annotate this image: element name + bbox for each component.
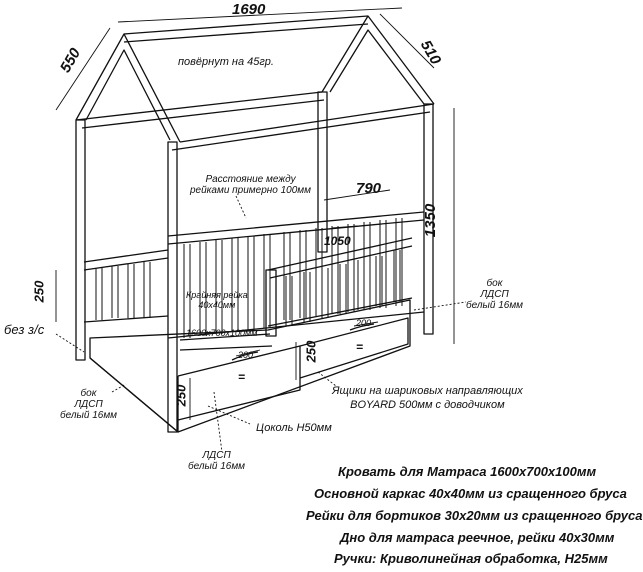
dim-line-1050 [331, 225, 359, 229]
dim-250-front: 250 [173, 384, 189, 407]
leader-plinth [207, 405, 251, 425]
back-rail-bottom [167, 311, 425, 339]
handle-left [231, 351, 259, 361]
front-rail-top [267, 237, 413, 279]
head-rail-bottom [83, 315, 169, 323]
dim-250-left: 250 [31, 280, 47, 303]
dim-250-side: 250 [303, 340, 319, 363]
roof-ridge [123, 15, 369, 43]
roof-front [75, 33, 181, 143]
leader-side-right [413, 301, 467, 311]
leader-slat-spacing [235, 195, 247, 219]
label-side-right-line3: белый 16мм [466, 300, 524, 311]
post-back-right [423, 103, 434, 335]
label-side-right-line1: бок [486, 278, 503, 289]
label-side-left-line3: белый 16мм [60, 410, 118, 421]
edge-slat [265, 269, 277, 337]
spec-2: Основной каркас 40x40мм из сращенного бр… [314, 486, 627, 501]
label-side-right: бок ЛДСП белый 16мм [466, 278, 523, 311]
drawer-front-left [177, 345, 301, 421]
label-slat-spacing-line2: рейками примерно 100мм [190, 185, 312, 196]
label-no-back: без з/с [4, 322, 45, 337]
handle-right [349, 323, 375, 331]
label-edge-slat: Крайняя рейка 40x40мм [186, 290, 248, 310]
dim-line-200-right [353, 321, 379, 327]
roof-front-inner [85, 49, 171, 141]
dim-790: 790 [356, 180, 382, 197]
label-mattress-size: 1600x700x100мм [186, 328, 258, 338]
roof-back [321, 15, 435, 105]
leader-chipboard [213, 391, 223, 453]
dim-line-510 [379, 13, 435, 69]
label-edge-slat-line2: 40x40мм [198, 300, 236, 310]
dim-200-right: 200 [356, 318, 372, 328]
roof-eave-left [75, 91, 325, 129]
label-edge-slat-line1: Крайняя рейка [186, 290, 248, 300]
head-rail-top [83, 249, 169, 271]
label-side-left-line1: бок [80, 388, 97, 399]
post-front-right [167, 141, 178, 433]
leader-no-back [55, 333, 85, 353]
equals-right: = [356, 340, 364, 354]
label-chipboard-line1: ЛДСП [202, 450, 231, 461]
leader-side-left [111, 383, 127, 393]
dim-1350: 1350 [422, 203, 440, 238]
label-side-left: бок ЛДСП белый 16мм [60, 388, 117, 421]
spec-5: Ручки: Криволинейная обработка, H25мм [334, 551, 608, 566]
drawer-front-right [299, 317, 409, 379]
dim-1050: 1050 [324, 234, 351, 248]
label-drawers-line1: Ящики на шариковых направляющих [332, 385, 523, 397]
label-side-left-line2: ЛДСП [74, 399, 103, 410]
label-rotated: повёрнут на 45гр. [178, 56, 274, 68]
dimension-lines [55, 7, 467, 453]
label-plinth: Цоколь Н50мм [256, 422, 332, 434]
roof-eave-right [171, 103, 435, 151]
side-panel [89, 357, 179, 433]
dim-line-790 [323, 189, 391, 201]
dim-1690: 1690 [232, 1, 266, 18]
spec-3: Рейки для бортиков 30x20мм из сращенного… [306, 508, 643, 523]
spec-4: Дно для матраса реечное, рейки 40x30мм [340, 530, 615, 545]
back-rail-top [167, 211, 425, 245]
dim-line-550 [55, 27, 111, 111]
post-front-left [75, 119, 86, 361]
dim-200-left: 200 [238, 350, 254, 360]
mattress-outline [179, 333, 273, 351]
label-slat-spacing-line1: Расстояние между [205, 174, 296, 185]
label-slat-spacing: Расстояние между рейками примерно 100мм [190, 174, 311, 196]
dim-line-200-left [235, 349, 261, 357]
label-side-right-line2: ЛДСП [480, 289, 509, 300]
label-drawers: Ящики на шариковых направляющих BOYARD 5… [332, 384, 523, 412]
label-chipboard-line2: белый 16мм [188, 461, 246, 472]
spec-1: Кровать для Матраса 1600x700x100мм [338, 464, 597, 479]
dim-line-1690 [117, 7, 403, 23]
label-chipboard: ЛДСП белый 16мм [188, 450, 245, 472]
equals-left: = [238, 370, 246, 384]
label-drawers-line2: BOYARD 500мм с доводчиком [350, 399, 505, 411]
slats [95, 218, 403, 338]
roof-back-inner [329, 29, 425, 105]
